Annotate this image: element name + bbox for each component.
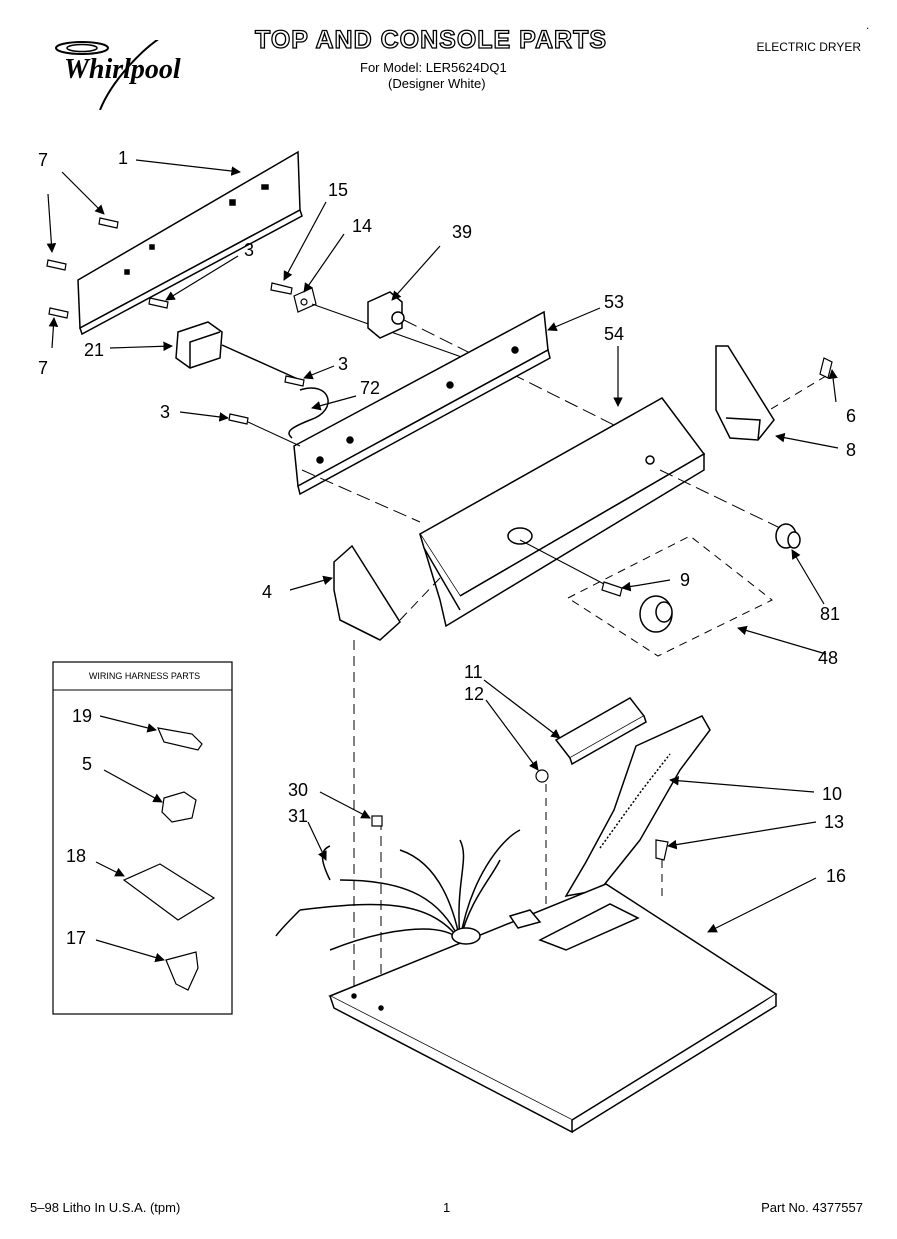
lint-filter-10 (564, 715, 711, 898)
callout-21: 21 (84, 340, 104, 360)
callout-3-middle: 3 (338, 354, 348, 374)
page-title: TOP AND CONSOLE PARTS (254, 25, 608, 54)
callout-11: 11 (464, 662, 483, 682)
lint-screen-11 (554, 697, 647, 766)
dashed-area-48 (566, 535, 773, 657)
screw-15 (270, 282, 293, 295)
buzzer-39 (367, 291, 405, 339)
harness-parts-box (52, 661, 233, 1015)
clip-30 (371, 815, 383, 827)
callout-30: 30 (288, 780, 308, 800)
callout-3-left: 3 (160, 402, 170, 422)
callout-12: 12 (464, 684, 484, 704)
top-panel-16 (328, 883, 778, 1134)
color-line: (Designer White) (388, 76, 486, 91)
callout-8: 8 (846, 440, 856, 460)
knob-81 (775, 523, 801, 549)
callout-15: 15 (328, 180, 348, 200)
callout-31: 31 (288, 806, 308, 826)
model-line: For Model: LER5624DQ1 (360, 60, 507, 75)
callout-39: 39 (452, 222, 472, 242)
callout-72: 72 (360, 378, 380, 398)
callout-14: 14 (352, 216, 372, 236)
document-type: ELECTRIC DRYER (756, 40, 861, 54)
console-rear-panel (77, 150, 303, 336)
callout-7-bottom: 7 (38, 358, 48, 378)
callout-81: 81 (820, 604, 840, 624)
timer-switch-21 (175, 321, 301, 381)
callout-19: 19 (72, 706, 92, 726)
screw-7-a (98, 217, 119, 229)
console-shell-54 (418, 397, 706, 628)
callout-17: 17 (66, 928, 86, 948)
footer-print-info: 5–98 Litho In U.S.A. (tpm) (30, 1200, 181, 1215)
connector-19 (157, 727, 203, 751)
endcap-right-8 (715, 345, 775, 441)
block-18 (122, 863, 216, 921)
callout-7-top: 7 (38, 150, 48, 170)
callout-9: 9 (680, 570, 690, 590)
screw-3-c (228, 413, 249, 425)
screw-13 (655, 839, 669, 861)
callout-53: 53 (604, 292, 624, 312)
console-front-panel-53 (293, 310, 551, 496)
harness-box-title: WIRING HARNESS PARTS (88, 671, 201, 681)
footer-page-number: 1 (443, 1200, 451, 1215)
screw-7-b (46, 259, 67, 271)
callout-10: 10 (822, 784, 842, 804)
callout-3-top: 3 (244, 240, 254, 260)
callout-6: 6 (846, 406, 856, 426)
connector-5 (161, 791, 197, 823)
callout-16: 16 (826, 866, 846, 886)
screw-12 (535, 769, 549, 783)
whirlpool-logo: Whirlpool (42, 37, 212, 111)
wire-72 (288, 387, 329, 439)
corner-mark: . (866, 18, 870, 32)
callout-48: 48 (818, 648, 838, 668)
pin-9 (601, 581, 623, 597)
callout-13: 13 (824, 812, 844, 832)
svg-text:Whirlpool: Whirlpool (64, 54, 181, 85)
callout-18: 18 (66, 846, 86, 866)
terminal-17 (165, 951, 199, 991)
screw-3-a (148, 297, 169, 309)
callout-4: 4 (262, 582, 272, 602)
endcap-left-4 (333, 544, 401, 641)
footer-part-number: Part No. 4377557 (761, 1200, 863, 1215)
callout-5: 5 (82, 754, 92, 774)
screw-7-c (48, 307, 69, 319)
wire-harness-31 (275, 829, 521, 951)
callout-54: 54 (604, 324, 624, 344)
screw-3-b (284, 375, 305, 387)
knob-9 (639, 595, 673, 633)
screw-6 (819, 357, 833, 379)
callout-1: 1 (118, 148, 128, 168)
